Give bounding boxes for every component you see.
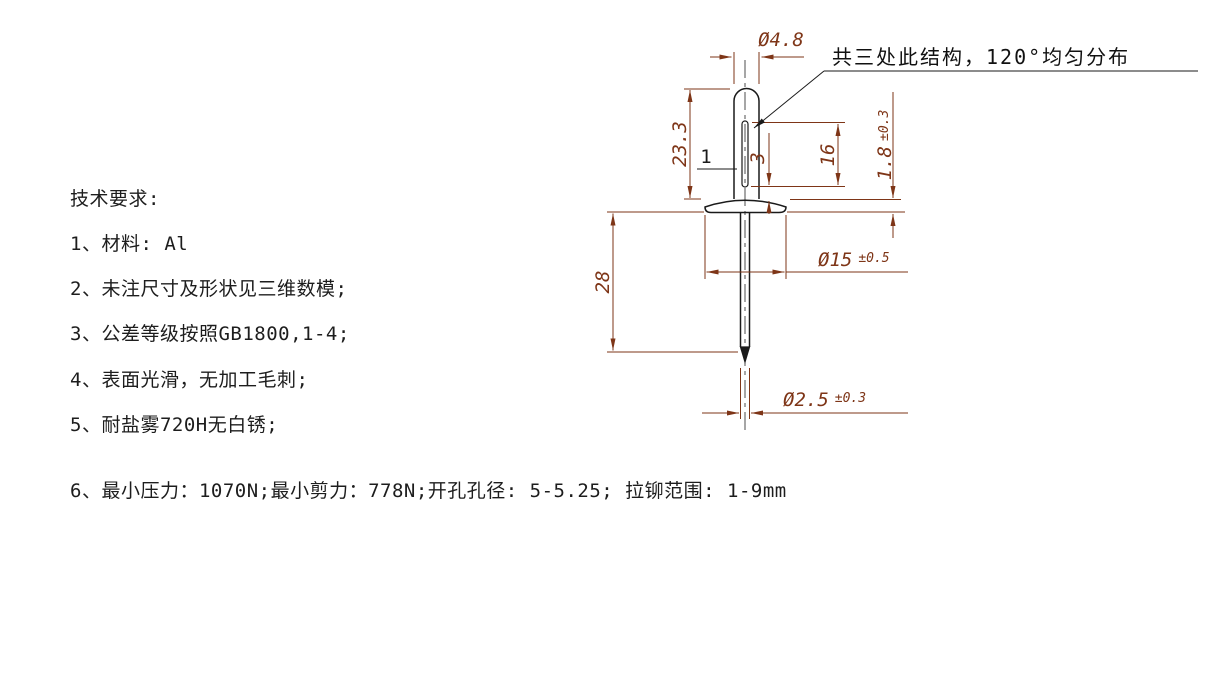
dimension-lines bbox=[607, 52, 908, 419]
tech-requirement-line: 4、表面光滑，无加工毛刺; bbox=[70, 369, 309, 391]
dim-body-height: 23.3 bbox=[669, 121, 691, 167]
dim-pin-diameter: Ø2.5±0.3 bbox=[783, 389, 866, 411]
rivet-flange-outline bbox=[704, 199, 787, 214]
dim-slot-to-flange: 3 bbox=[747, 152, 769, 164]
dim-pin-length: 28 bbox=[592, 271, 614, 294]
tech-requirement-line: 2、未注尺寸及形状见三维数模; bbox=[70, 278, 348, 300]
tech-requirement-line: 6、最小压力：1070N;最小剪力：778N;开孔孔径: 5-5.25; 拉铆范… bbox=[70, 480, 787, 502]
dimension-texts: Ø4.8 23.3 1 3 16 1.8±0.3 Ø15±0.5 28 Ø2.5… bbox=[592, 29, 1130, 411]
rivet-body-outline bbox=[733, 87, 760, 199]
dim-slot-length: 16 bbox=[817, 144, 839, 167]
tech-requirement-line: 5、耐盐雾720H无白锈; bbox=[70, 414, 279, 436]
rivet-pin-tip bbox=[739, 346, 751, 365]
callout-text: 共三处此结构，120°均匀分布 bbox=[832, 45, 1130, 69]
tech-requirements-title: 技术要求: bbox=[70, 188, 160, 210]
rivet-pin-outline bbox=[739, 212, 751, 347]
dim-flange-thickness: 1.8±0.3 bbox=[874, 110, 896, 181]
label-slot-width: 1 bbox=[700, 146, 711, 168]
dim-top-diameter: Ø4.8 bbox=[758, 29, 804, 51]
rivet-geometry bbox=[704, 87, 787, 365]
dim-flange-diameter: Ø15±0.5 bbox=[818, 249, 890, 271]
tech-requirement-line: 1、材料: Al bbox=[70, 233, 189, 255]
rivet-slot-outline bbox=[741, 120, 749, 188]
callout-leader bbox=[697, 70, 1198, 170]
tech-requirement-line: 3、公差等级按照GB1800,1-4; bbox=[70, 323, 350, 345]
